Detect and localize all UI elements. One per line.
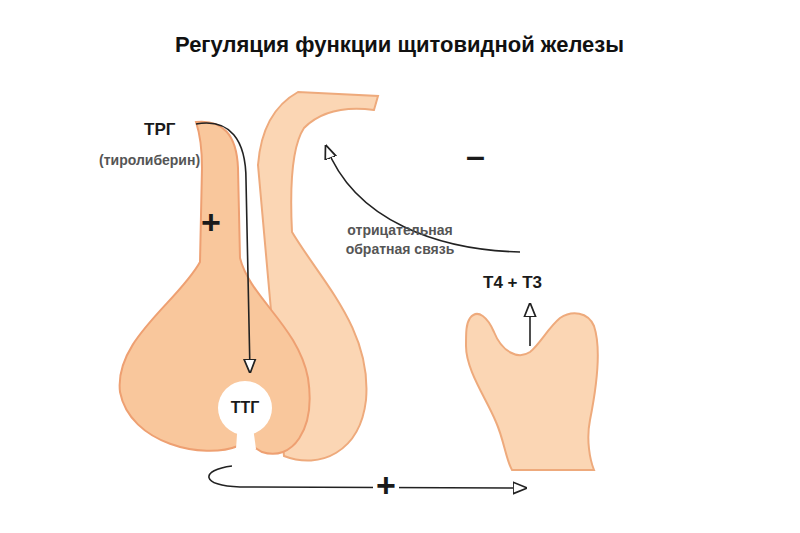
stimulation-sign: + <box>373 468 399 502</box>
inhibition-sign: – <box>466 136 485 175</box>
hormone-name: Т4 + Т3 <box>483 273 542 293</box>
hormone-circle: ТТГ <box>218 381 272 435</box>
trh-arrow <box>196 123 250 372</box>
anterior-lobe <box>120 122 310 454</box>
tsh-arrow <box>209 466 526 488</box>
hormone-arrow <box>529 304 531 346</box>
diagram-title: Регуляция функции щитовидной железы <box>175 32 624 58</box>
stimulation-sign: + <box>201 203 221 242</box>
hormone-name: ТРГ <box>144 120 175 140</box>
feedback-label: отрицательная обратная связь <box>335 221 465 259</box>
hormone-synonym: (тиролиберин) <box>99 152 200 168</box>
thyroid-gland <box>466 313 598 470</box>
node-label: ТТГ <box>231 399 260 417</box>
